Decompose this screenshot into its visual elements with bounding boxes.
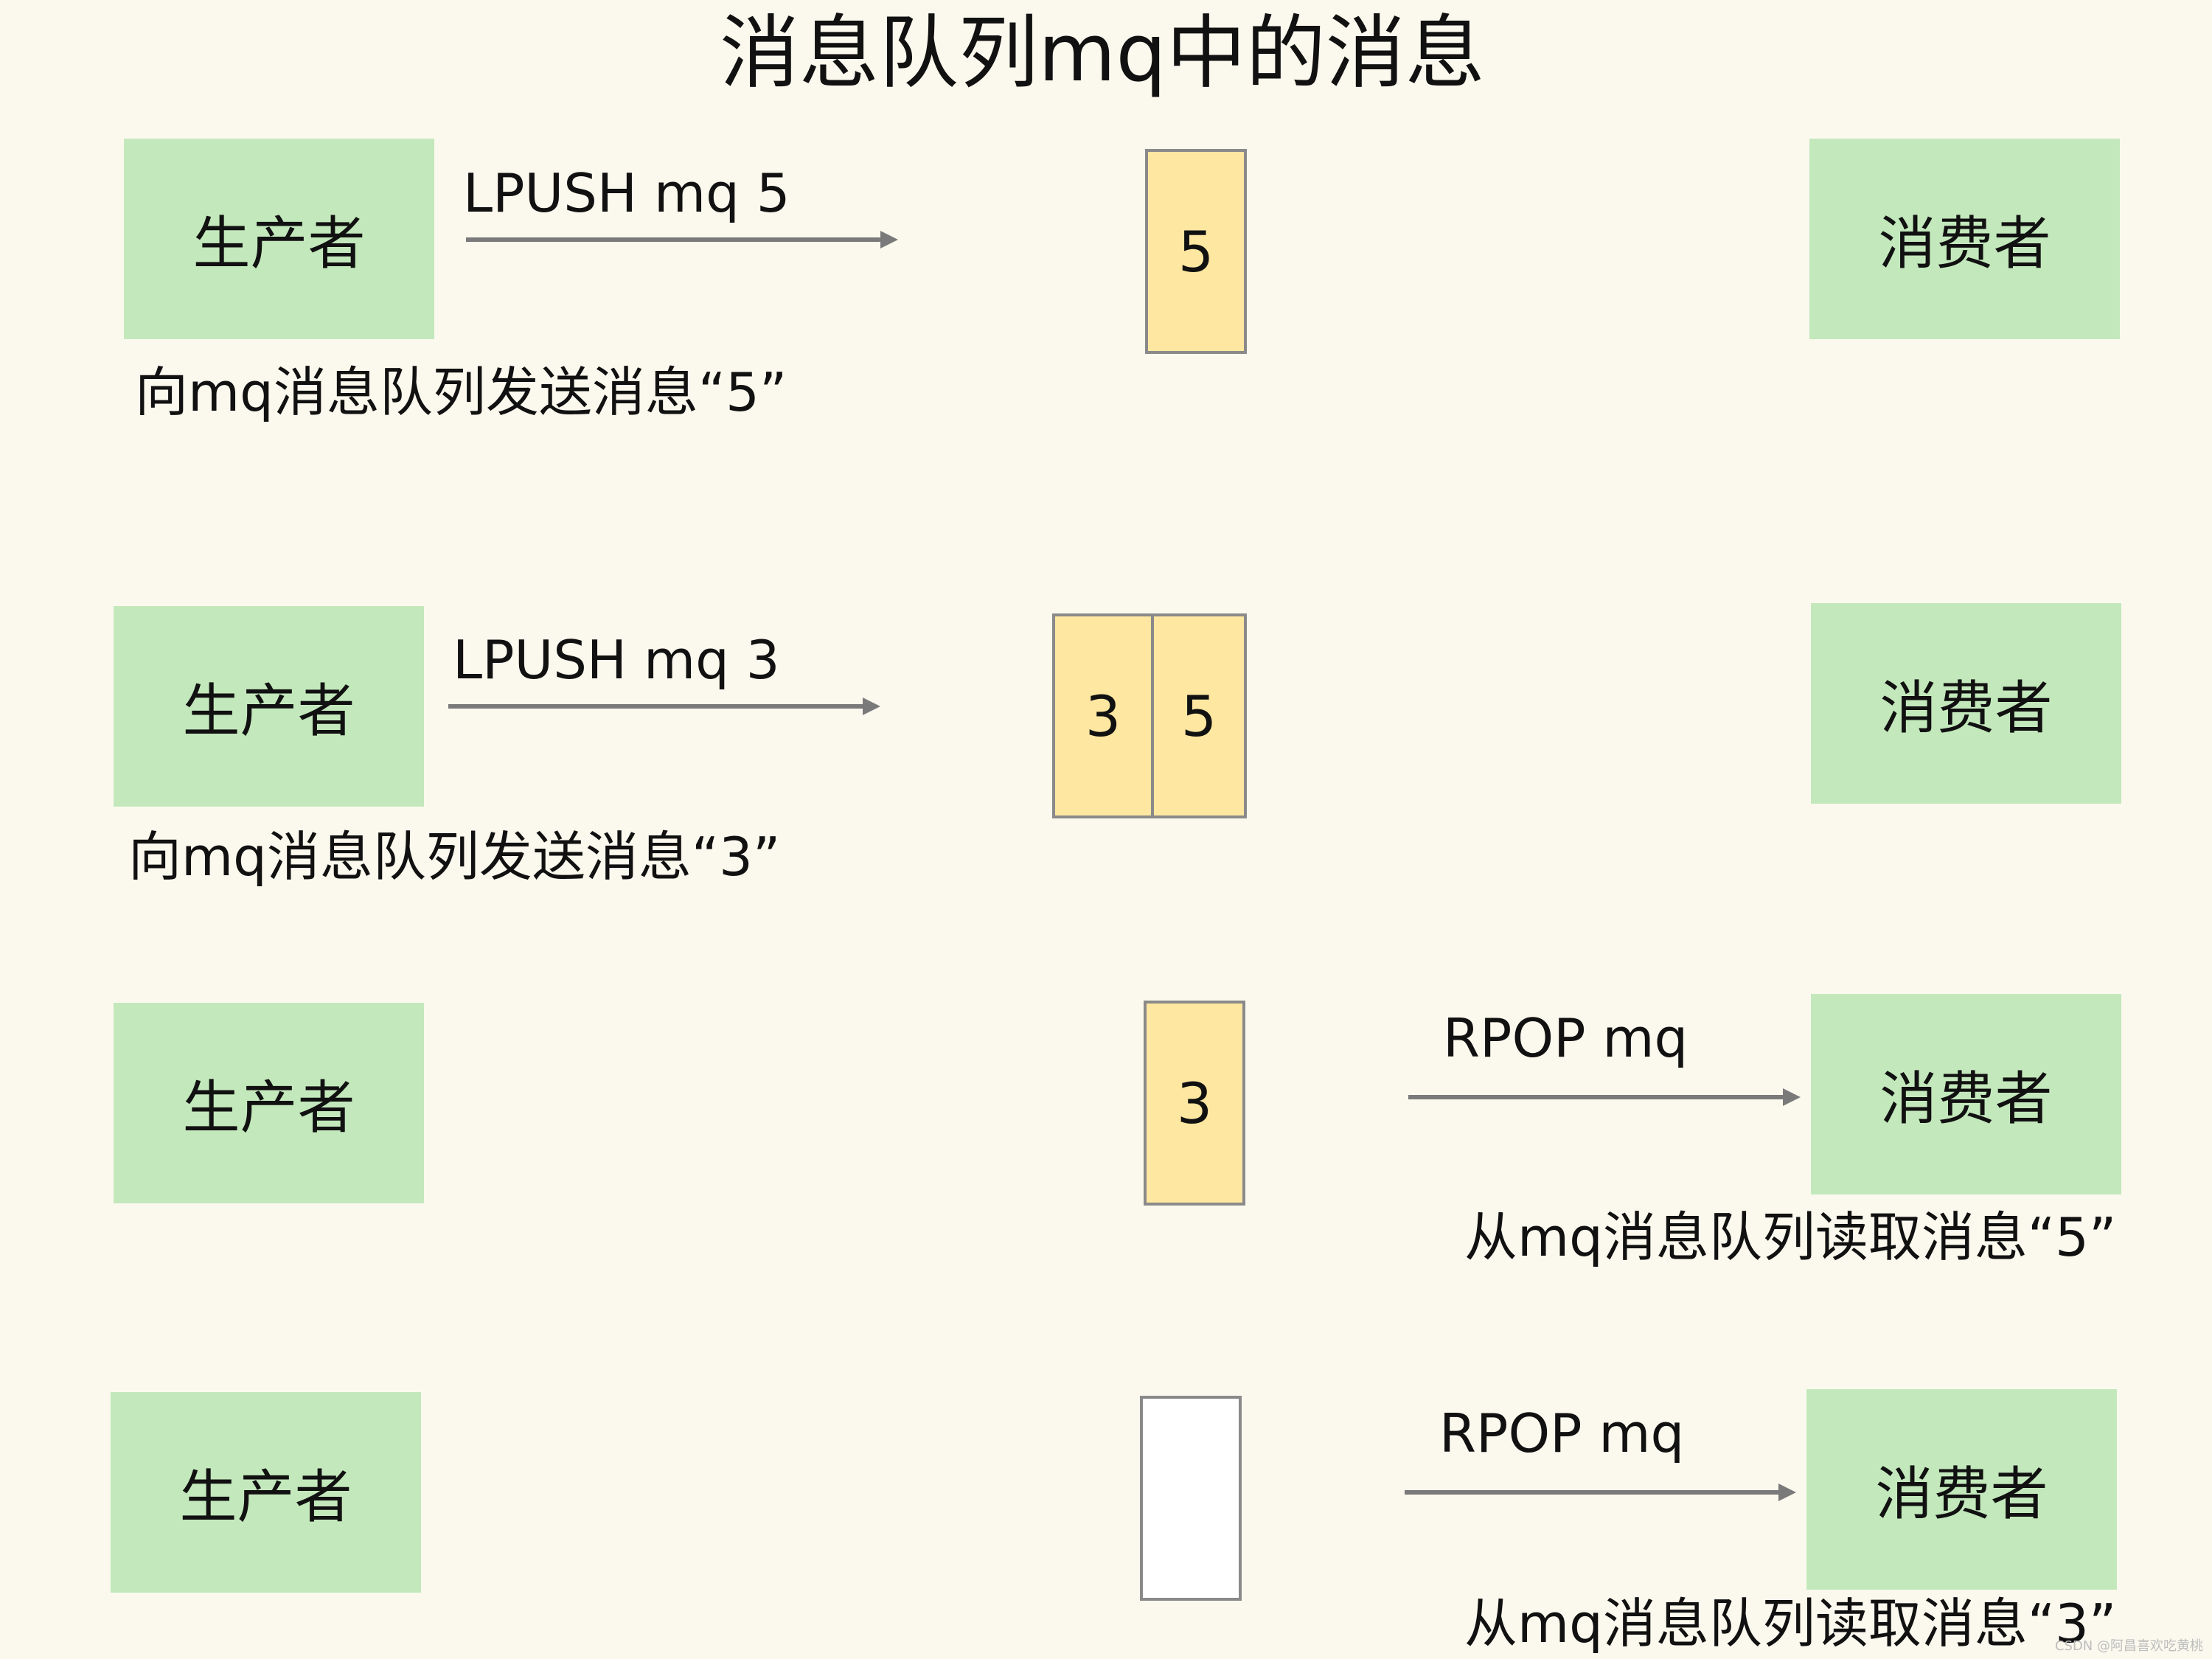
consumer-box-step-2: 消费者: [1811, 603, 2121, 804]
consumer-box-step-4: 消费者: [1806, 1389, 2117, 1590]
producer-label: 生产者: [182, 1075, 355, 1141]
consumer-box-step-3: 消费者: [1811, 994, 2121, 1194]
producer-label: 生产者: [182, 678, 355, 745]
producer-label: 生产者: [179, 1464, 352, 1531]
consumer-box-step-1: 消费者: [1809, 139, 2120, 339]
consumer-label: 消费者: [1875, 1461, 2048, 1528]
consumer-label: 消费者: [1878, 211, 2051, 277]
consumer-label: 消费者: [1879, 675, 2053, 742]
producer-box-step-2: 生产者: [114, 606, 424, 807]
caption-step-2: 向mq消息队列发送消息“3”: [128, 826, 781, 888]
queue-cell-step-2-2: 5: [1151, 613, 1247, 818]
caption-step-1: 向mq消息队列发送消息“5”: [135, 361, 787, 423]
command-step-2: LPUSH mq 3: [453, 629, 780, 691]
caption-step-3: 从mq消息队列读取消息“5”: [1464, 1206, 2117, 1268]
command-step-4: RPOP mq: [1439, 1402, 1685, 1464]
diagram-title: 消息队列mq中的消息: [720, 7, 1485, 100]
caption-step-4: 从mq消息队列读取消息“3”: [1464, 1593, 2117, 1655]
arrow-step-2: [448, 698, 880, 715]
producer-box-step-1: 生产者: [124, 139, 434, 339]
producer-box-step-3: 生产者: [114, 1003, 424, 1203]
command-step-1: LPUSH mq 5: [463, 162, 790, 224]
producer-box-step-4: 生产者: [111, 1392, 421, 1593]
queue-cell-step-1-1: 5: [1145, 149, 1247, 354]
queue-cell-step-2-1: 3: [1052, 613, 1154, 818]
arrow-step-4: [1405, 1484, 1796, 1501]
queue-cell-step-4-empty: [1140, 1396, 1242, 1601]
consumer-label: 消费者: [1879, 1066, 2053, 1133]
arrow-step-3: [1408, 1088, 1801, 1106]
arrow-step-1: [466, 231, 898, 248]
producer-label: 生产者: [192, 211, 366, 277]
command-step-3: RPOP mq: [1443, 1007, 1688, 1069]
watermark: CSDN @阿昌喜欢吃黄桃: [2054, 1638, 2203, 1654]
queue-cell-step-3-1: 3: [1144, 1001, 1245, 1206]
